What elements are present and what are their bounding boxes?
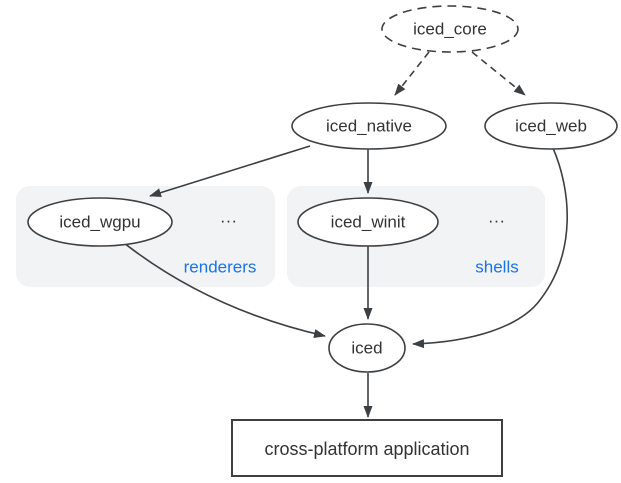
iced-native-node	[291, 102, 447, 150]
iced-node	[328, 323, 406, 373]
iced-core-node	[381, 5, 519, 53]
iced-wgpu-node	[27, 197, 173, 247]
iced-wgpu-label: iced_wgpu	[59, 212, 141, 232]
iced-core-label: iced_core	[413, 19, 487, 39]
iced-web-node	[484, 102, 618, 150]
edge-core-to-native	[394, 51, 430, 96]
iced-native-label: iced_native	[325, 116, 413, 136]
iced-web-label: iced_web	[515, 116, 587, 136]
application-node	[231, 419, 503, 477]
application-label: cross-platform application	[264, 439, 470, 459]
iced-winit-node	[297, 197, 439, 247]
shells-ellipsis: ...	[488, 207, 506, 227]
iced-label: iced	[351, 338, 383, 358]
edge-web-to-iced	[412, 147, 569, 349]
edge-core-to-web	[471, 51, 526, 96]
iced-winit-label: iced_winit	[330, 212, 406, 232]
renderers-ellipsis: ...	[220, 207, 238, 227]
edge-native-to-wgpu	[149, 145, 311, 198]
renderers-group-label: renderers	[183, 257, 257, 277]
shells-group-label: shells	[475, 257, 519, 277]
edge-wgpu-to-iced	[123, 242, 326, 338]
